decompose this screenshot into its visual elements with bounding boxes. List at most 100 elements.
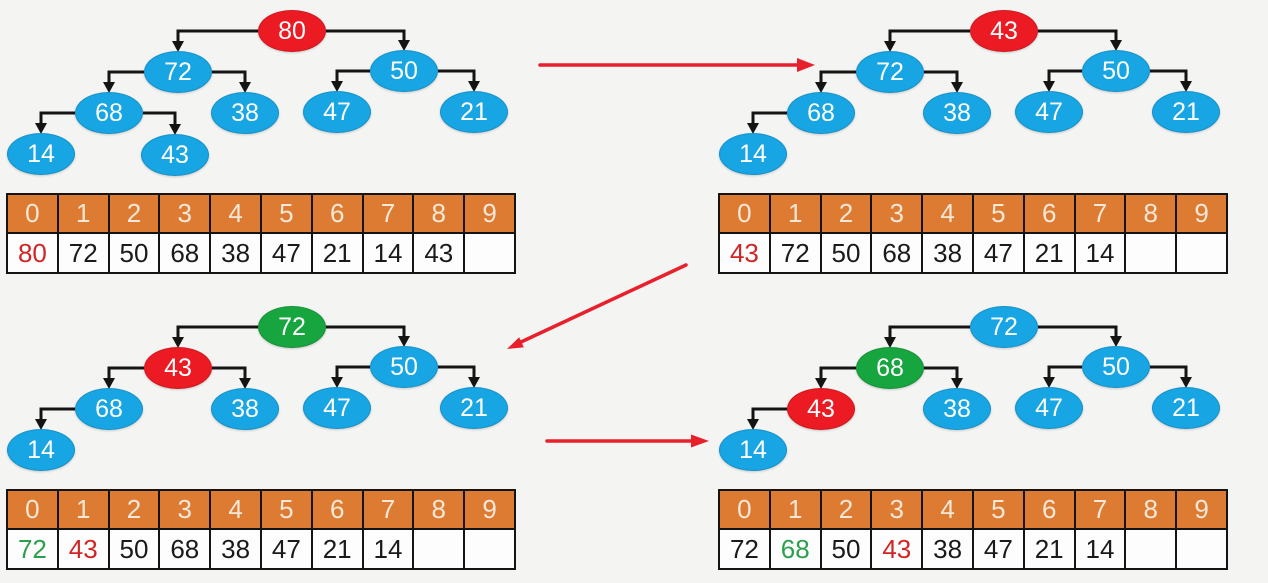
array-value-cell: 21 [1024, 234, 1076, 272]
array-value-cell: 68 [160, 234, 212, 272]
tree-connector [107, 366, 144, 379]
tree-node-n3: 68 [75, 388, 143, 430]
tree-connector [751, 111, 787, 124]
tree-connector-arrowhead-icon [747, 419, 759, 430]
tree-node-n6: 21 [1152, 91, 1220, 133]
tree-connector [212, 366, 247, 379]
tree-connector [143, 111, 177, 125]
array-value-cell: 68 [770, 530, 822, 568]
tree-connector-arrowhead-icon [951, 82, 963, 93]
array-value-cell: 38 [923, 234, 974, 272]
tree-node-n2: 50 [1082, 346, 1150, 388]
tree-connector [1047, 69, 1082, 82]
tree-node-n8: 43 [141, 134, 209, 176]
array-value-cell: 80 [8, 234, 59, 272]
tree-connector-arrowhead-icon [1180, 377, 1192, 388]
tree-node-n7: 14 [7, 429, 75, 471]
tree-node-root: 72 [970, 306, 1038, 348]
tree-node-n4: 38 [923, 92, 991, 134]
tree-connector [326, 325, 406, 337]
tree-connector [335, 69, 370, 82]
array-index-cell: 3 [160, 195, 212, 232]
array-index-cell: 0 [8, 195, 59, 232]
tree-connectors [35, 325, 480, 430]
array-value-cell: 50 [109, 234, 161, 272]
flow-arrow-step3-to-step4-icon [545, 434, 709, 448]
array-value-cell: 72 [720, 530, 771, 568]
array-index-cell: 3 [872, 491, 924, 528]
tree-connector-arrowhead-icon [951, 378, 963, 389]
array-value-cell: 50 [109, 530, 161, 568]
tree-node-n1: 72 [856, 51, 924, 93]
array-value-cell: 43 [414, 234, 466, 272]
tree-connector [1150, 69, 1188, 82]
array-value-cell: 50 [821, 234, 873, 272]
array-index-cell: 9 [465, 195, 514, 232]
tree-connector [1150, 365, 1188, 378]
array-value-cell: 21 [312, 530, 364, 568]
array-index-cell: 6 [312, 491, 364, 528]
array-index-cell: 0 [8, 491, 59, 528]
tree-node-n5: 47 [303, 387, 371, 429]
tree-connector-arrowhead-icon [398, 336, 410, 347]
tree-connector-arrowhead-icon [103, 82, 115, 93]
array-value-cell: 38 [211, 234, 262, 272]
tree-node-n7: 14 [719, 429, 787, 471]
tree-node-n6: 21 [440, 387, 508, 429]
tree-connector-arrowhead-icon [169, 124, 181, 135]
tree-node-n7: 14 [7, 133, 75, 175]
array-index-cell: 6 [312, 195, 364, 232]
tree-connector-arrowhead-icon [35, 123, 47, 134]
array-value-cell [1177, 234, 1226, 272]
array-index-cell: 2 [821, 195, 873, 232]
array-value-cell: 50 [821, 530, 873, 568]
array-value-cell: 38 [211, 530, 262, 568]
tree-connector-arrowhead-icon [172, 337, 184, 348]
tree-connector [1038, 325, 1118, 337]
array-value-cell: 72 [8, 530, 59, 568]
tree-connectors [747, 29, 1192, 134]
tree-connectors [747, 325, 1192, 430]
tree-connector [39, 111, 75, 124]
tree-node-n2: 50 [370, 346, 438, 388]
tree-node-n5: 47 [1015, 387, 1083, 429]
tree-node-n2: 50 [370, 50, 438, 92]
array-value-cell [1177, 530, 1226, 568]
array-index-cell: 7 [1075, 491, 1127, 528]
tree-connector [176, 29, 258, 42]
tree-connector [107, 70, 144, 83]
array-value-cell [1126, 234, 1178, 272]
tree-connector-arrowhead-icon [747, 123, 759, 134]
array-index-cell: 2 [109, 195, 161, 232]
tree-connector [335, 365, 370, 378]
array-index-cell: 4 [211, 491, 262, 528]
array-value-cell [465, 234, 514, 272]
tree-node-root: 72 [258, 306, 326, 348]
array-index-cell: 8 [1126, 491, 1178, 528]
tree-node-n3: 43 [787, 388, 855, 430]
array-index-cell: 8 [414, 491, 466, 528]
array-value-cell: 72 [770, 234, 822, 272]
array-index-cell: 4 [923, 491, 974, 528]
tree-node-n2: 50 [1082, 50, 1150, 92]
tree-node-root: 43 [970, 10, 1038, 52]
array-index-cell: 9 [1177, 491, 1226, 528]
tree-connector [39, 407, 75, 420]
tree-node-n6: 21 [1152, 387, 1220, 429]
tree-connector-arrowhead-icon [884, 337, 896, 348]
array-index-cell: 4 [923, 195, 974, 232]
tree-node-n4: 38 [211, 92, 279, 134]
array-index-cell: 8 [414, 195, 466, 232]
tree-connector-arrowhead-icon [331, 377, 343, 388]
tree-node-n3: 68 [787, 92, 855, 134]
array-index-cell: 3 [872, 195, 924, 232]
array-index-cell: 1 [58, 195, 110, 232]
tree-connector [819, 366, 856, 379]
